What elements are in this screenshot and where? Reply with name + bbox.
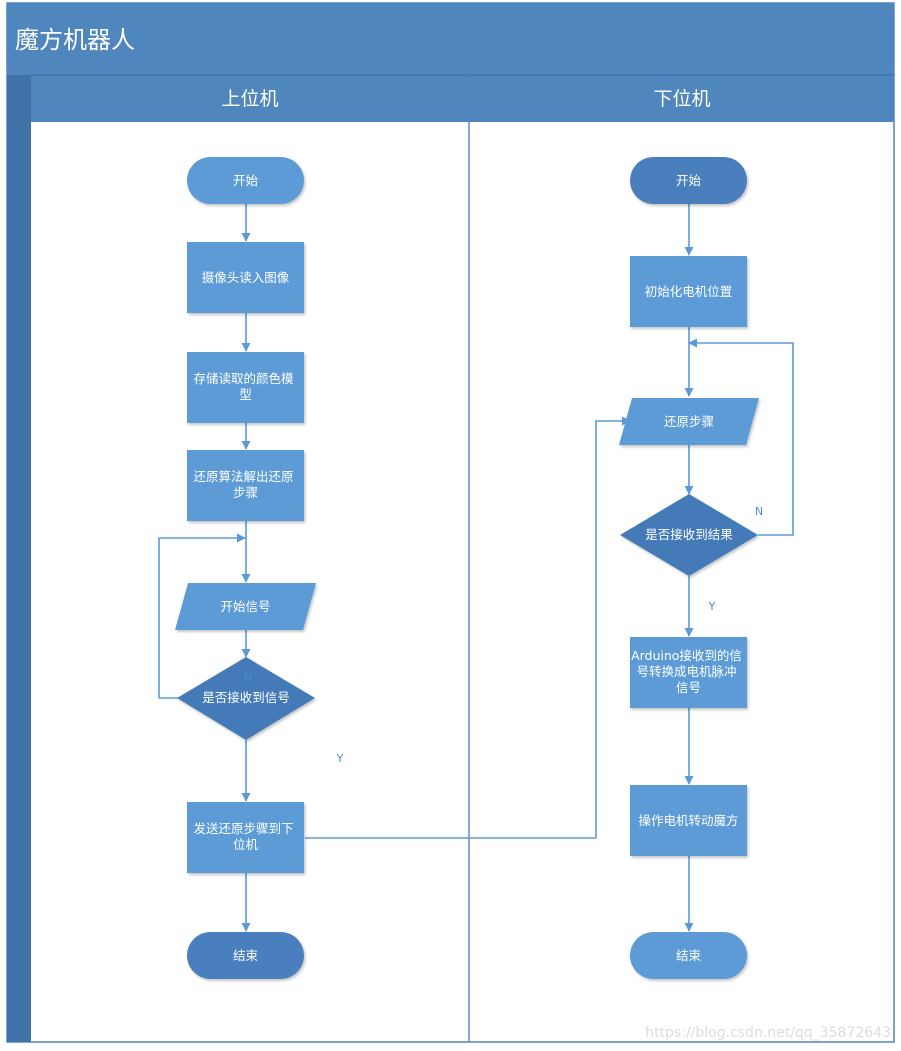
node-l-camera-label: 摄像头读入图像 [202,270,290,285]
node-l-start[interactable]: 开始 [187,157,304,204]
node-r-decision-label: 是否接收到结果 [645,527,733,542]
lane-header-upper [31,75,469,122]
lane-title-lower: 下位机 [653,88,710,110]
diagram-title: 魔方机器人 [15,26,135,54]
node-r-convert-label: Arduino接收到的信 号转换成电机脉冲 信号 [631,648,746,695]
lane-title-upper: 上位机 [221,88,278,110]
node-l-send-label: 发送还原步骤到下 位机 [194,821,298,852]
node-r-operate-line-1: 操作电机转动魔方 [638,813,738,828]
node-r-convert-line-1: Arduino接收到的信 [631,648,742,663]
node-r-init-label: 初始化电机位置 [645,284,733,299]
label-r-no: N [755,505,763,518]
node-l-end[interactable]: 结束 [187,932,304,979]
node-l-solve[interactable]: 还原算法解出还原 步骤 [187,450,304,521]
node-r-decision[interactable]: 是否接收到结果 [620,494,758,576]
left-side-bar [7,75,31,1042]
node-r-steps[interactable]: 还原步骤 [619,398,759,445]
node-l-camera[interactable]: 摄像头读入图像 [187,242,304,313]
node-l-start-label: 开始 [233,173,259,188]
node-r-convert[interactable]: Arduino接收到的信 号转换成电机脉冲 信号 [630,637,747,708]
node-r-convert-line-2: 号转换成电机脉冲 [637,664,737,679]
label-l-no: N [244,671,252,684]
node-l-end-label: 结束 [233,948,259,963]
label-r-yes: Y [708,600,716,613]
node-l-solve-label: 还原算法解出还原 步骤 [194,469,298,500]
lane-header-lower [469,75,894,122]
node-l-store-line-2: 型 [239,387,252,402]
node-r-end[interactable]: 结束 [630,932,747,979]
node-r-init-line-1: 初始化电机位置 [645,284,733,299]
node-l-send[interactable]: 发送还原步骤到下 位机 [187,802,304,873]
node-r-convert-line-3: 信号 [676,680,701,695]
edge-send-to-lower [305,416,631,839]
node-l-store-label: 存储读取的颜色模 型 [194,371,298,402]
pool-frame [6,2,895,1043]
node-l-solve-line-2: 步骤 [233,485,258,500]
node-l-decision-label: 是否接收到信号 [202,690,290,705]
node-r-start-label: 开始 [676,173,702,188]
node-r-start[interactable]: 开始 [630,157,747,204]
node-l-store[interactable]: 存储读取的颜色模 型 [187,352,304,423]
title-bar [7,3,894,75]
node-l-decision[interactable]: 是否接收到信号 [177,657,315,740]
edge-r-decision-no-loop [688,338,794,536]
node-l-send-line-1: 发送还原步骤到下 [194,821,294,836]
watermark: https://blog.csdn.net/qq_35872643 [645,1025,891,1041]
node-r-init[interactable]: 初始化电机位置 [630,256,747,327]
node-l-camera-line-1: 摄像头读入图像 [202,270,290,285]
label-l-yes: Y [336,752,344,765]
node-l-signal[interactable]: 开始信号 [175,583,316,630]
node-r-operate-label: 操作电机转动魔方 [638,813,738,828]
node-l-send-line-2: 位机 [233,837,259,852]
node-r-steps-label: 还原步骤 [664,414,714,429]
node-r-end-label: 结束 [676,948,702,963]
edge-l-decision-no-loop [158,533,246,699]
node-l-store-line-1: 存储读取的颜色模 [194,371,295,386]
node-r-operate[interactable]: 操作电机转动魔方 [630,785,747,856]
node-l-signal-label: 开始信号 [220,599,270,614]
node-l-solve-line-1: 还原算法解出还原 [194,469,294,484]
